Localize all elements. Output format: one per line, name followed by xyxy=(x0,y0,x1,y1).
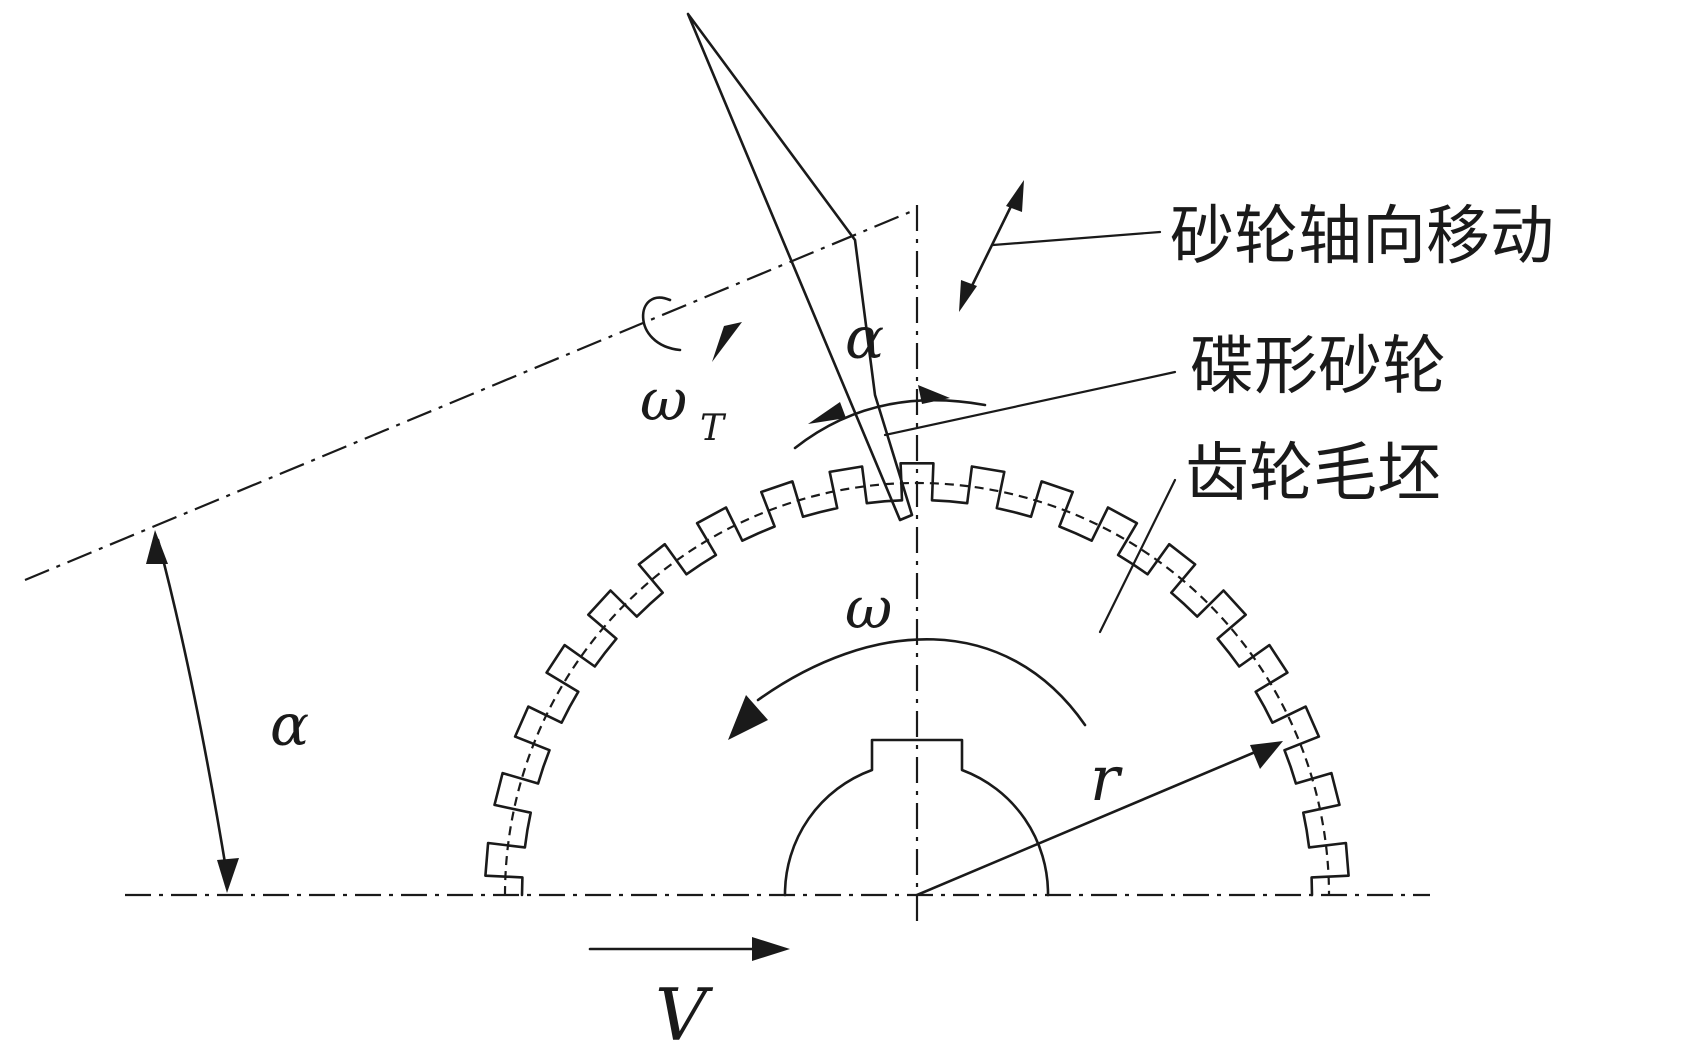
leader-axial-move xyxy=(991,230,1162,247)
left-angle-arc xyxy=(156,538,229,877)
feed-velocity-arrowhead xyxy=(752,937,790,961)
omega-t-subscript: T xyxy=(700,408,727,449)
top-angle-arc xyxy=(793,398,987,450)
gear-teeth-profile xyxy=(484,462,1350,897)
top-angle-arrowhead-left xyxy=(808,402,846,424)
pitch-circle xyxy=(503,481,1331,896)
leader-gear-blank xyxy=(1098,478,1177,634)
top-angle-arrowhead-right xyxy=(918,385,950,404)
radius-arrowhead xyxy=(1250,741,1283,769)
wheel-axis-line xyxy=(24,210,911,582)
gear-rotation-arrowhead xyxy=(728,695,768,740)
gear-blank-label: 齿轮毛坯 xyxy=(1185,437,1441,511)
radius-line xyxy=(915,748,1262,897)
gear-rotation-arc xyxy=(756,637,1087,727)
wheel-rotation-arrowhead xyxy=(712,322,742,362)
omega-label: ω xyxy=(845,574,892,642)
wheel-rotation-arc xyxy=(641,296,682,352)
axial-move-arrowhead-bottom xyxy=(959,280,977,312)
disc-grinding-wheel xyxy=(686,12,914,522)
left-angle-arrowhead-bottom xyxy=(217,858,239,893)
velocity-v-label: V xyxy=(655,973,714,1054)
axial-move-label: 砂轮轴向移动 xyxy=(1170,200,1554,274)
alpha-left-label: α xyxy=(270,691,309,759)
gear-hub xyxy=(783,738,1050,897)
axial-move-arrowhead-top xyxy=(1006,180,1024,212)
radius-r-label: r xyxy=(1090,742,1123,815)
disc-wheel-label: 碟形砂轮 xyxy=(1190,330,1446,404)
left-angle-arrowhead-top xyxy=(146,530,168,564)
alpha-top-label: α xyxy=(845,304,884,372)
axial-move-arrow xyxy=(963,190,1020,302)
omega-t-label: ω xyxy=(640,366,687,434)
leader-disc-wheel xyxy=(883,370,1177,437)
